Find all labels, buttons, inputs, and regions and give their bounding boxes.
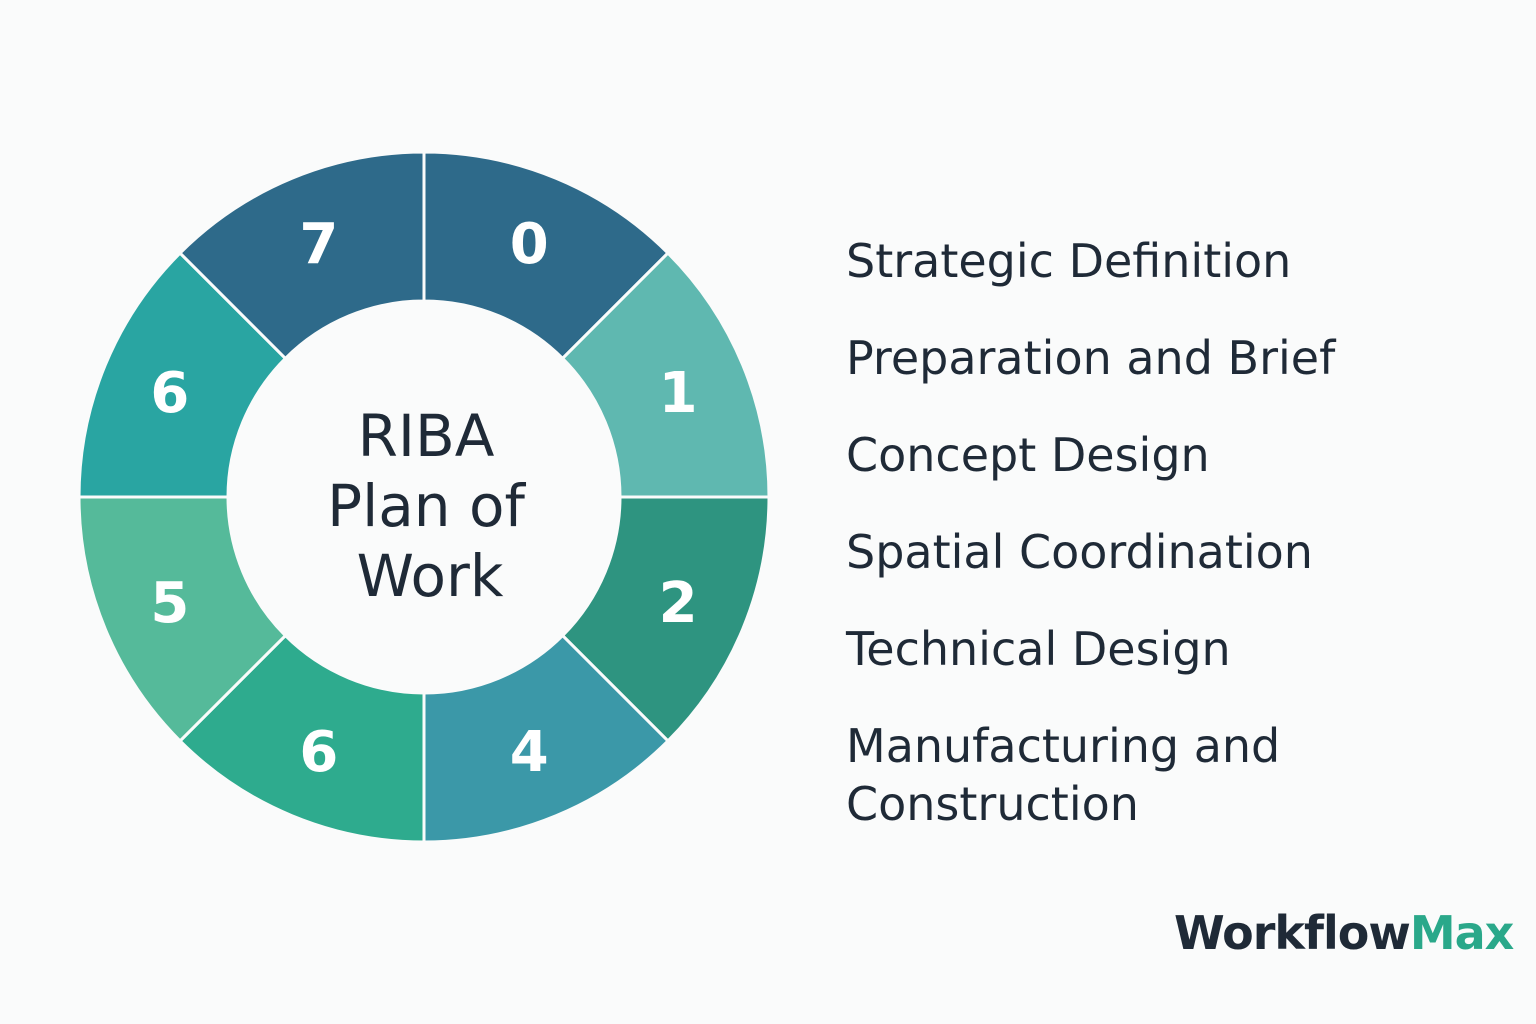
stage-item-technical-design: Technical Design xyxy=(846,620,1486,678)
stage-item-spatial-coordination: Spatial Coordination xyxy=(846,523,1486,581)
center-title-line-1: RIBA xyxy=(358,402,495,470)
wheel-segment-label-3: 2 xyxy=(659,571,698,636)
stage-list: Strategic Definition Preparation and Bri… xyxy=(846,232,1486,872)
wheel-segment-label-7: 6 xyxy=(150,361,189,426)
wheel-segment-label-6: 5 xyxy=(150,571,189,636)
stage-label-line-1: Manufacturing and xyxy=(846,719,1281,773)
wheel-segment-labels: 0 1 2 4 6 5 6 7 xyxy=(150,212,697,785)
center-title-line-3: Work xyxy=(357,542,504,610)
stage-label: Spatial Coordination xyxy=(846,525,1313,579)
stage-item-manufacturing-and-construction: Manufacturing and Construction xyxy=(846,717,1486,833)
center-title-line-2: Plan of xyxy=(327,472,526,540)
wheel-segment-label-1: 0 xyxy=(510,212,549,277)
stage-label: Concept Design xyxy=(846,428,1210,482)
stage-label-line-2: Construction xyxy=(846,777,1139,831)
wheel-segments xyxy=(77,150,771,844)
logo-text-workflow: Workflow xyxy=(1174,906,1411,960)
wheel-center xyxy=(228,301,620,693)
wheel-segment-label-8: 7 xyxy=(299,212,338,277)
stage-item-preparation-and-brief: Preparation and Brief xyxy=(846,329,1486,387)
stage-wheel: 0 1 2 4 6 5 6 7 RIBA Plan of Work xyxy=(77,150,771,844)
wheel-segment-label-2: 1 xyxy=(659,361,698,426)
stage-item-strategic-definition: Strategic Definition xyxy=(846,232,1486,290)
stage-label: Strategic Definition xyxy=(846,234,1292,288)
stage-label: Technical Design xyxy=(846,622,1231,676)
stage-label: Preparation and Brief xyxy=(846,331,1336,385)
wheel-segment-label-5: 6 xyxy=(299,720,338,785)
workflowmax-logo: WorkflowMax xyxy=(1174,906,1514,960)
logo-text-max: Max xyxy=(1409,906,1514,960)
wheel-segment-label-4: 4 xyxy=(510,720,549,785)
stage-item-concept-design: Concept Design xyxy=(846,426,1486,484)
